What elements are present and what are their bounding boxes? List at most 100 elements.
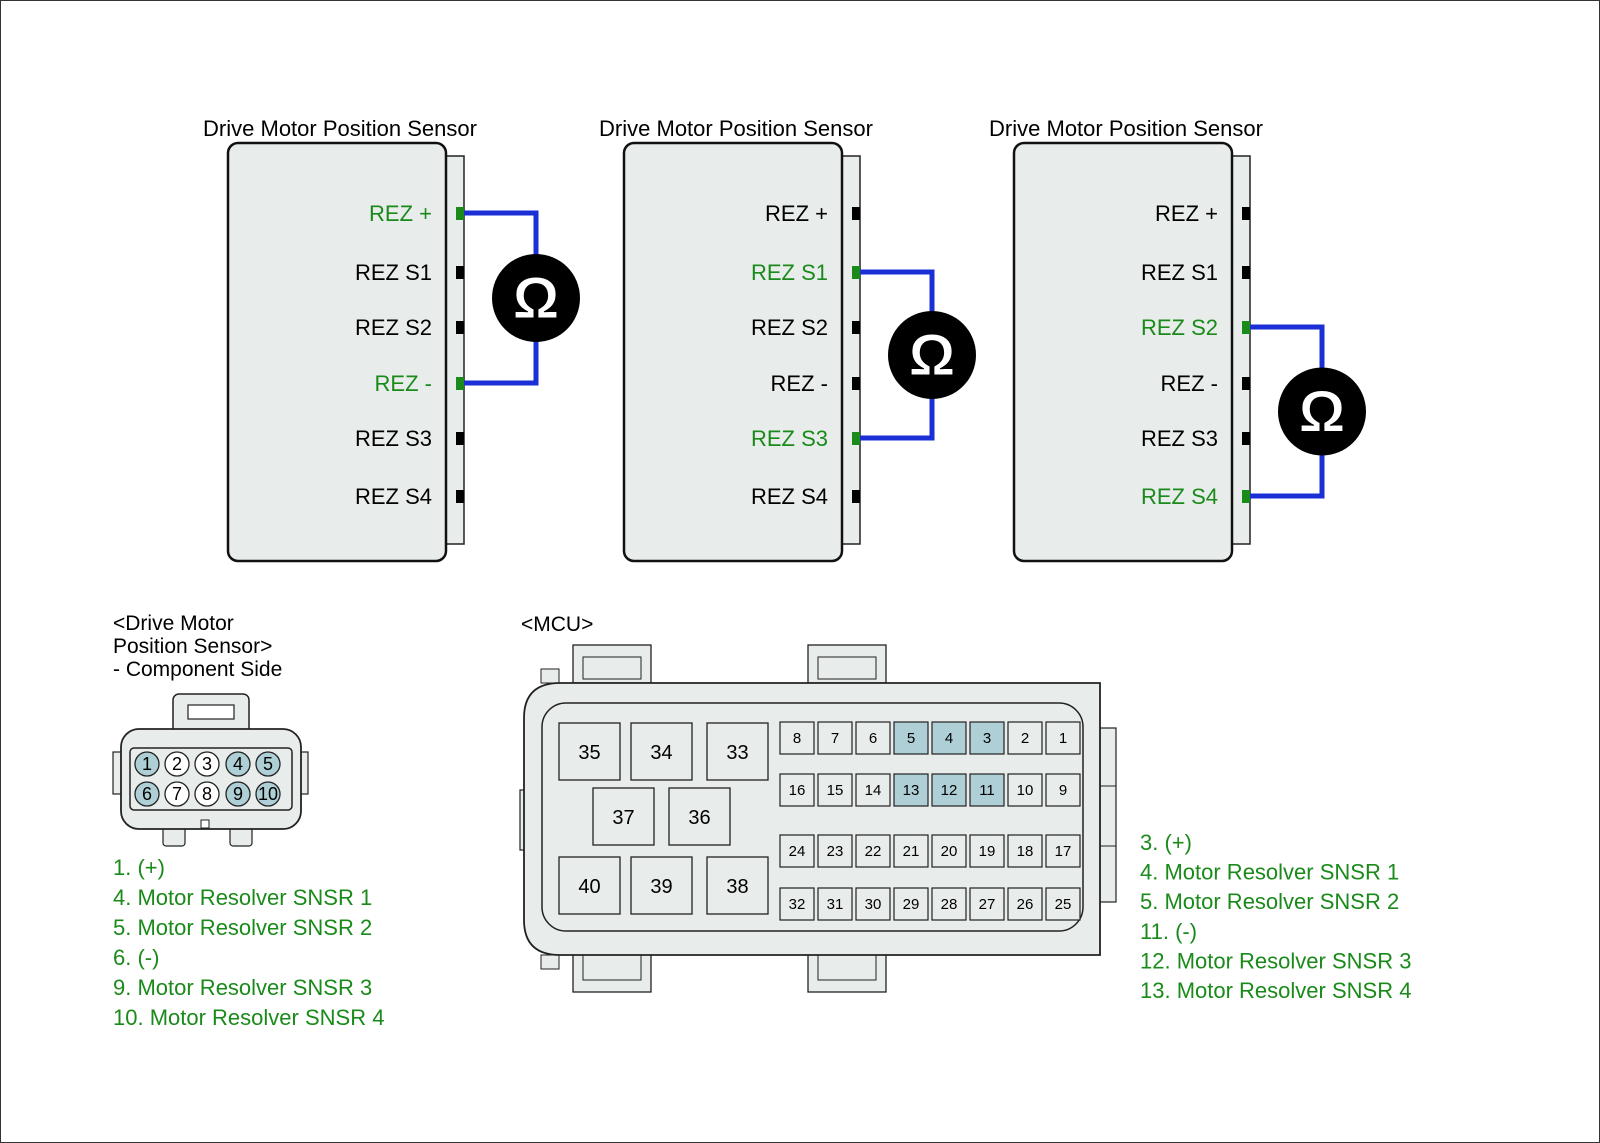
pin-terminal	[456, 432, 464, 445]
mcu-signal-pin	[779, 721, 815, 755]
pin-label: REZ S4	[355, 484, 432, 509]
ohm-icon: Ω	[513, 266, 560, 331]
mcu-pin-number: 40	[578, 876, 600, 898]
sensor-connector-header: Position Sensor>	[113, 635, 272, 658]
pin-terminal	[1242, 432, 1250, 445]
pin-label: REZ S4	[1141, 484, 1218, 509]
connector-latch-slot	[187, 704, 235, 720]
mcu-signal-pin	[855, 721, 891, 755]
mcu-power-pin	[592, 787, 655, 846]
mcu-pin-number: 37	[612, 807, 634, 829]
sensor-pin-legend: 4. Motor Resolver SNSR 1	[113, 885, 372, 910]
sensor-title: Drive Motor Position Sensor	[989, 116, 1263, 141]
mcu-pin-number: 28	[941, 896, 958, 913]
mcu-pin-number: 33	[726, 742, 748, 764]
connector-pin	[225, 751, 251, 777]
mcu-pin-number: 14	[865, 782, 882, 799]
mcu-pin-number: 8	[793, 730, 801, 747]
sensor-body	[226, 141, 448, 563]
mcu-signal-pin	[779, 887, 815, 921]
mcu-signal-pin	[893, 887, 929, 921]
connector-pin	[134, 781, 160, 807]
sensor-connector-header: - Component Side	[113, 658, 282, 681]
mcu-signal-pin	[893, 773, 929, 807]
pin-label: REZ S1	[1141, 260, 1218, 285]
mcu-signal-pin	[931, 887, 967, 921]
connector-pin	[255, 781, 281, 807]
pin-terminal	[852, 321, 860, 334]
connector-pin	[194, 781, 220, 807]
ohm-icon: Ω	[1299, 380, 1346, 445]
mcu-signal-pin	[969, 887, 1005, 921]
mcu-power-pin	[630, 856, 693, 915]
pin-terminal	[1242, 207, 1250, 220]
mcu-header: <MCU>	[521, 613, 593, 636]
pin-terminal	[1242, 266, 1250, 279]
pin-terminal	[456, 266, 464, 279]
mcu-signal-pin	[817, 721, 853, 755]
mcu-pin-number: 34	[650, 742, 672, 764]
mcu-signal-pin	[931, 721, 967, 755]
mcu-pin-number: 39	[650, 876, 672, 898]
mcu-pin-number: 27	[979, 896, 996, 913]
connector-pin	[134, 751, 160, 777]
pin-terminal	[456, 490, 464, 503]
mcu-pin-legend: 3. (+)	[1140, 830, 1192, 855]
mcu-pin-number: 30	[865, 896, 882, 913]
mcu-pin-number: 23	[827, 843, 844, 860]
mcu-pin-number: 24	[789, 843, 806, 860]
pin-label: REZ -	[771, 371, 828, 396]
pin-label: REZ -	[375, 371, 432, 396]
mcu-signal-pin	[817, 834, 853, 868]
mcu-signal-pin	[779, 834, 815, 868]
ohmmeter-symbol	[888, 311, 976, 399]
pin-label: REZ S3	[1141, 426, 1218, 451]
connector-pin	[164, 751, 190, 777]
mcu-signal-pin	[931, 834, 967, 868]
mcu-signal-pin	[1045, 773, 1081, 807]
connector-pin-number: 7	[172, 784, 182, 804]
mcu-pin-legend: 12. Motor Resolver SNSR 3	[1140, 948, 1411, 973]
mcu-signal-pin	[969, 773, 1005, 807]
mcu-pin-number: 38	[726, 876, 748, 898]
pin-label: REZ S2	[751, 315, 828, 340]
connector-pin-number: 1	[142, 754, 152, 774]
mcu-pin-number: 11	[979, 782, 995, 799]
pin-terminal	[1242, 377, 1250, 390]
mcu-pin-number: 9	[1059, 782, 1067, 799]
sensor-pin-legend: 10. Motor Resolver SNSR 4	[113, 1005, 384, 1030]
mcu-signal-pin	[1007, 887, 1043, 921]
mcu-pin-number: 2	[1021, 730, 1029, 747]
mcu-signal-pin	[855, 887, 891, 921]
mcu-power-pin	[630, 722, 693, 781]
pin-terminal	[456, 207, 464, 220]
mcu-pin-number: 31	[827, 896, 844, 913]
mcu-pin-legend: 11. (-)	[1140, 919, 1197, 944]
mcu-pin-number: 36	[688, 807, 710, 829]
pin-terminal	[1242, 321, 1250, 334]
mcu-power-pin	[668, 787, 731, 846]
mcu-pin-legend: 4. Motor Resolver SNSR 1	[1140, 860, 1399, 885]
mcu-pin-number: 19	[979, 843, 996, 860]
mcu-signal-pin	[1045, 887, 1081, 921]
connector-pin-number: 2	[172, 754, 182, 774]
mcu-pin-number: 15	[827, 782, 844, 799]
connector-pin-number: 5	[263, 754, 273, 774]
pin-label: REZ S4	[751, 484, 828, 509]
pin-label: REZ S2	[1141, 315, 1218, 340]
mcu-signal-pin	[969, 721, 1005, 755]
pin-terminal	[852, 377, 860, 390]
mcu-mount-tab-inner	[817, 951, 877, 981]
pin-terminal	[852, 490, 860, 503]
mcu-pin-number: 13	[903, 782, 920, 799]
mcu-pin-number: 10	[1017, 782, 1034, 799]
mcu-pin-number: 7	[831, 730, 839, 747]
mcu-pin-legend: 5. Motor Resolver SNSR 2	[1140, 889, 1399, 914]
connector-pin-number: 6	[142, 784, 152, 804]
sensor-pin-legend: 1. (+)	[113, 855, 165, 880]
pin-label: REZ +	[1155, 201, 1218, 226]
pin-terminal	[852, 207, 860, 220]
